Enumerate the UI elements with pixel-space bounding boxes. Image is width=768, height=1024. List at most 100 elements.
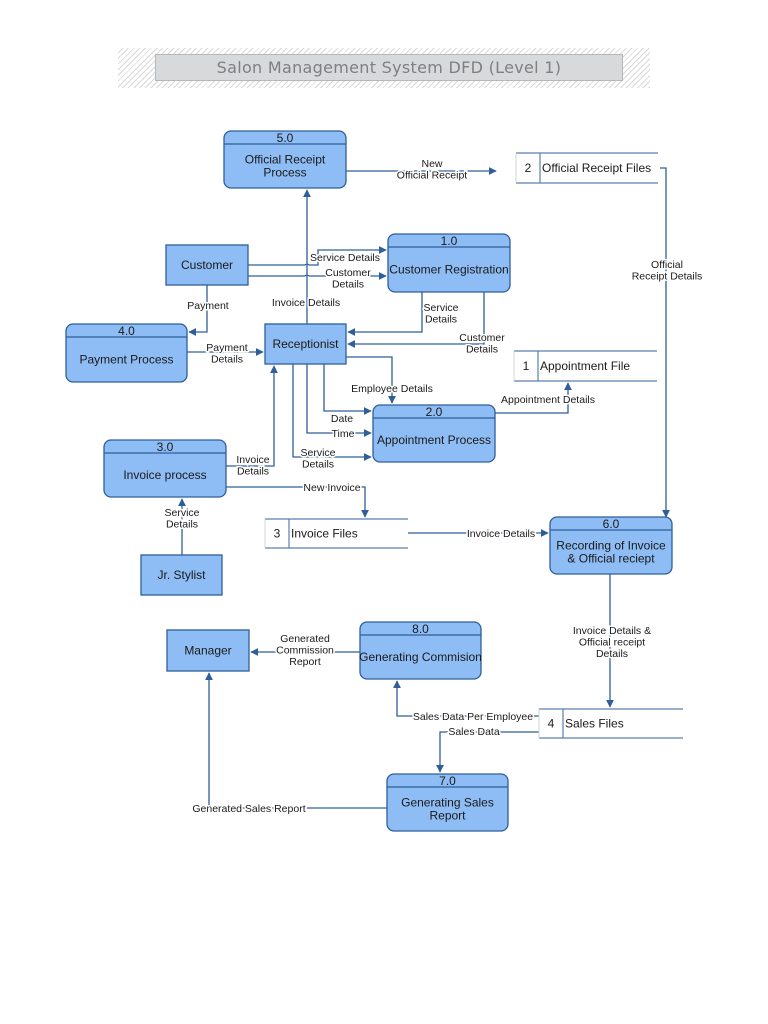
- entity-receptionist[interactable]: Receptionist: [264, 323, 347, 365]
- flow-label-halo: Service: [423, 302, 458, 314]
- entity-stylist[interactable]: Jr. Stylist: [140, 554, 223, 596]
- entity-shape: [264, 323, 347, 365]
- entity-shape: [165, 244, 249, 286]
- process-number: 6.0: [603, 517, 620, 531]
- flow-label-f19: Invoice Details &Invoice Details &Offici…: [571, 624, 652, 662]
- flow-label-text: Time: [332, 428, 355, 440]
- flow-label-text: Customer: [459, 332, 505, 344]
- flow-label-text: Invoice: [236, 454, 269, 466]
- flow-label-text: Details: [166, 519, 198, 531]
- flow-label-halo: Invoice Details: [467, 528, 535, 540]
- flow-label-halo: Details: [596, 648, 628, 660]
- process-label: Recording of Invoice: [556, 539, 666, 553]
- flow-line-f12: [323, 364, 372, 415]
- flow-line-f21: [393, 680, 539, 717]
- process-shape: [223, 130, 347, 189]
- process-shape: [103, 439, 227, 498]
- line-jump: [304, 263, 310, 266]
- flow-label-halo: Details: [332, 279, 364, 291]
- entity-shape: [140, 554, 223, 596]
- flow-label-halo: Service: [164, 507, 199, 519]
- flow-label-text: Service: [300, 447, 335, 459]
- flow-label-halo: Official: [651, 259, 683, 271]
- entity-label: Jr. Stylist: [157, 568, 206, 582]
- flow-label-text: Details: [596, 648, 628, 660]
- flow-label-text: New: [421, 158, 442, 170]
- process-label: Payment Process: [79, 353, 173, 367]
- flow-label-halo: Customer: [325, 267, 371, 279]
- store-label: Sales Files: [565, 717, 624, 731]
- flow-line-f15: [226, 365, 278, 467]
- flow-label-halo: Date: [331, 413, 353, 425]
- entity-manager[interactable]: Manager: [166, 629, 250, 672]
- flow-label-text: Details: [425, 314, 457, 326]
- flow-label-text: Receipt Details: [632, 271, 703, 283]
- flow-label-halo: Details: [466, 344, 498, 356]
- flow-label-text: Official receipt: [579, 637, 645, 649]
- entity-customer[interactable]: Customer: [165, 244, 249, 286]
- flow-label-text: Official: [651, 259, 683, 271]
- flow-label-halo: Generated Sales Report: [192, 803, 305, 815]
- flow-label-text: Employee Details: [351, 383, 433, 395]
- process-shape: [359, 621, 482, 680]
- flow-label-text: Appointment Details: [501, 394, 595, 406]
- flow-label-text: Service: [164, 507, 199, 519]
- flow-label-text: Service Details: [310, 252, 380, 264]
- flow-label-halo: Customer: [459, 332, 505, 344]
- process-label: Customer Registration: [389, 263, 508, 277]
- process-shape: [65, 323, 188, 383]
- flow-label-text: Generated Sales Report: [192, 803, 305, 815]
- flow-label-halo: Details: [211, 354, 243, 366]
- flow-line-f13: [306, 364, 372, 437]
- flow-label-halo: Details: [237, 466, 269, 478]
- store-label: Invoice Files: [291, 527, 358, 541]
- process-label: Appointment Process: [377, 433, 491, 447]
- process-label: & Official reciept: [567, 552, 655, 566]
- process-number: 7.0: [439, 774, 456, 788]
- store-label: Appointment File: [540, 359, 630, 373]
- flow-label-halo: Invoice: [236, 454, 269, 466]
- flow-label-text: Report: [289, 656, 321, 668]
- flow-label-text: Official Receipt: [397, 170, 468, 182]
- flow-label-text: Date: [331, 413, 353, 425]
- flow-line-f3: [248, 250, 386, 266]
- process-shape: [387, 233, 511, 293]
- flow-label-halo: Invoice Details: [272, 297, 340, 309]
- flow-line-f16: [226, 486, 369, 518]
- process-shape: [386, 773, 509, 832]
- flow-label-text: Commission: [276, 645, 334, 657]
- flow-label-halo: Employee Details: [351, 383, 433, 395]
- store-number: 2: [525, 161, 532, 175]
- flow-label-halo: Time: [332, 428, 355, 440]
- flow-label-halo: New: [421, 158, 442, 170]
- diagram-title: Salon Management System DFD (Level 1): [155, 54, 623, 81]
- process-label: Official Receipt: [245, 153, 326, 167]
- entity-shape: [166, 629, 250, 672]
- flow-label-halo: Invoice Details &: [573, 625, 651, 637]
- process-label: Invoice process: [123, 468, 206, 482]
- flow-line-f8: [347, 292, 485, 348]
- flow-label-text: Invoice Details &: [573, 625, 651, 637]
